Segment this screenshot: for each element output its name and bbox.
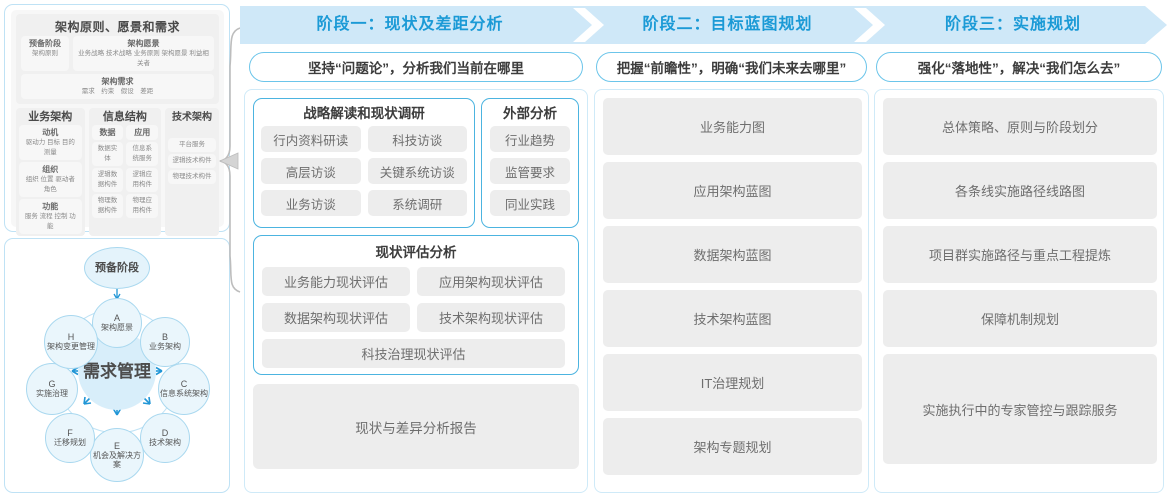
togaf-framework: 架构原则、愿景和需求 预备阶段 架构原则 架构愿景 业务战略 技术战略 业务原则… — [11, 10, 224, 282]
chip[interactable]: 监管要求 — [490, 158, 570, 184]
group-strategy-research-title: 战略解读和现状调研 — [303, 106, 425, 121]
togaf-col-information-head: 信息结构 — [102, 111, 147, 123]
group-current-state-assessment-title: 现状评估分析 — [375, 245, 457, 260]
adm-node-b[interactable]: B 业务架构 — [140, 317, 190, 367]
togaf-arch-req-cell: 架构需求 需求 约束 假设 差距 — [21, 74, 214, 99]
chip[interactable]: 系统调研 — [367, 190, 467, 216]
chip[interactable]: 业务能力图 — [603, 98, 862, 155]
togaf-col-business-head: 业务架构 — [28, 111, 73, 123]
togaf-col-technology-head: 技术架构 — [172, 112, 213, 123]
adm-node-e[interactable]: E 机会及解决方案 — [90, 428, 144, 482]
togaf-vision-sub: 业务战略 技术战略 业务原则 架构愿景 利益相关者 — [78, 50, 209, 67]
chip[interactable]: 科技治理现状评估 — [262, 339, 565, 368]
phase-band-shape — [240, 6, 1167, 44]
togaf-subcol-data: 数据 数据实体 逻辑数据构件 物理数据构件 — [91, 125, 124, 218]
group-external-analysis-title: 外部分析 — [503, 106, 557, 121]
togaf-vision-cell: 架构愿景 业务战略 技术战略 业务原则 架构愿景 利益相关者 — [73, 36, 214, 71]
togaf-vision-head: 架构愿景 — [127, 39, 160, 48]
chip[interactable]: 高层访谈 — [261, 158, 361, 184]
togaf-col-technology: 技术架构 平台服务 逻辑技术构件 物理技术构件 — [165, 108, 219, 236]
left-panel: 架构原则、愿景和需求 预备阶段 架构原则 架构愿景 业务战略 技术战略 业务原则… — [4, 4, 241, 493]
chip[interactable]: 技术架构蓝图 — [603, 290, 862, 347]
adm-node-a[interactable]: A 架构愿景 — [92, 298, 142, 348]
chip[interactable]: 行内资料研读 — [261, 126, 361, 152]
phase-1-subtitle: 坚持“问题论”，分析我们当前在哪里 — [249, 52, 583, 82]
adm-cycle: 预备阶段 需求管理 A 架构愿景 B 业务架构 C 信息系统架构 — [10, 243, 225, 488]
phase-1-report[interactable]: 现状与差异分析报告 — [253, 384, 579, 469]
togaf-cell: 组织 组织 位置 驱动者 角色 — [19, 162, 82, 197]
chip[interactable]: 项目群实施路径与重点工程提炼 — [883, 226, 1157, 283]
adm-node-prep[interactable]: 预备阶段 — [84, 247, 150, 289]
togaf-prep-cell: 预备阶段 架构原则 — [21, 36, 69, 71]
togaf-col-business: 业务架构 动机 驱动力 目标 目的 测量 组织 组织 位置 驱动者 角色 功能 … — [16, 108, 85, 236]
chip[interactable]: 数据架构蓝图 — [603, 226, 862, 283]
chip[interactable]: 架构专题规划 — [603, 418, 862, 475]
phase-2-column: 业务能力图 应用架构蓝图 数据架构蓝图 技术架构蓝图 IT治理规划 架构专题规划 — [594, 89, 869, 493]
connector-brace — [219, 27, 241, 293]
adm-cycle-card: 预备阶段 需求管理 A 架构愿景 B 业务架构 C 信息系统架构 — [4, 238, 230, 493]
chip[interactable]: 行业趋势 — [490, 126, 570, 152]
togaf-requirements-title: 架构原则、愿景和需求 — [54, 20, 180, 34]
togaf-arch-req-head: 架构需求 — [101, 77, 134, 86]
phase-1-column: 战略解读和现状调研 行内资料研读 科技访谈 高层访谈 关键系统访谈 业务访谈 系… — [244, 89, 588, 493]
adm-node-h[interactable]: H 架构变更管理 — [44, 315, 98, 369]
togaf-subcol-application: 应用 信息系统服务 逻辑应用构件 物理应用构件 — [126, 125, 159, 218]
chip[interactable]: 总体策略、原则与阶段划分 — [883, 98, 1157, 155]
chip[interactable]: 应用架构蓝图 — [603, 162, 862, 219]
group-current-state-assessment: 现状评估分析 业务能力现状评估 应用架构现状评估 数据架构现状评估 技术架构现状… — [253, 235, 579, 375]
phase-3-column: 总体策略、原则与阶段划分 各条线实施路径线路图 项目群实施路径与重点工程提炼 保… — [874, 89, 1164, 493]
chip[interactable]: 业务访谈 — [261, 190, 361, 216]
phase-band: 阶段一：现状及差距分析 阶段二：目标蓝图规划 阶段三：实施规划 — [240, 6, 1167, 44]
togaf-prep-head: 预备阶段 — [29, 39, 61, 48]
togaf-requirements-section: 架构原则、愿景和需求 预备阶段 架构原则 架构愿景 业务战略 技术战略 业务原则… — [16, 14, 219, 104]
chip[interactable]: 技术架构现状评估 — [417, 303, 565, 332]
togaf-cell: 动机 驱动力 目标 目的 测量 — [19, 125, 82, 160]
phase-band-label-1: 阶段一：现状及差距分析 — [316, 16, 504, 33]
chip[interactable]: 科技访谈 — [367, 126, 467, 152]
togaf-content-framework-card: 架构原则、愿景和需求 预备阶段 架构原则 架构愿景 业务战略 技术战略 业务原则… — [4, 4, 230, 282]
group-external-analysis: 外部分析 行业趋势 监管要求 同业实践 — [481, 98, 579, 228]
togaf-col-information: 信息结构 数据 数据实体 逻辑数据构件 物理数据构件 应用 信息系统服务 — [88, 108, 162, 236]
group-strategy-research: 战略解读和现状调研 行内资料研读 科技访谈 高层访谈 关键系统访谈 业务访谈 系… — [253, 98, 475, 228]
adm-node-g[interactable]: G 实施治理 — [26, 363, 78, 415]
togaf-prep-sub: 架构原则 — [32, 50, 58, 57]
phase-band-label-3: 阶段三：实施规划 — [944, 16, 1081, 33]
chip[interactable]: 保障机制规划 — [883, 290, 1157, 347]
adm-node-d[interactable]: D 技术架构 — [140, 413, 190, 463]
togaf-cell: 功能 服务 流程 控制 功能 — [19, 199, 82, 234]
phase-3-subtitle: 强化“落地性”，解决“我们怎么去” — [876, 52, 1162, 82]
phase-2-subtitle: 把握“前瞻性”，明确“我们未来去哪里” — [596, 52, 867, 82]
adm-node-c[interactable]: C 信息系统架构 — [158, 363, 210, 415]
chip[interactable]: 应用架构现状评估 — [417, 267, 565, 296]
togaf-arch-req-sub: 需求 约束 假设 差距 — [81, 88, 154, 95]
chip[interactable]: 业务能力现状评估 — [262, 267, 410, 296]
phase-band-label-2: 阶段二：目标蓝图规划 — [642, 16, 813, 33]
chip[interactable]: 数据架构现状评估 — [262, 303, 410, 332]
chip[interactable]: 关键系统访谈 — [367, 158, 467, 184]
chip[interactable]: 各条线实施路径线路图 — [883, 162, 1157, 219]
togaf-layer-columns: 业务架构 动机 驱动力 目标 目的 测量 组织 组织 位置 驱动者 角色 功能 … — [16, 108, 219, 236]
chip[interactable]: 实施执行中的专家管控与跟踪服务 — [883, 354, 1157, 464]
chip[interactable]: 同业实践 — [490, 190, 570, 216]
chip[interactable]: IT治理规划 — [603, 354, 862, 411]
adm-node-f[interactable]: F 迁移规划 — [45, 413, 95, 463]
